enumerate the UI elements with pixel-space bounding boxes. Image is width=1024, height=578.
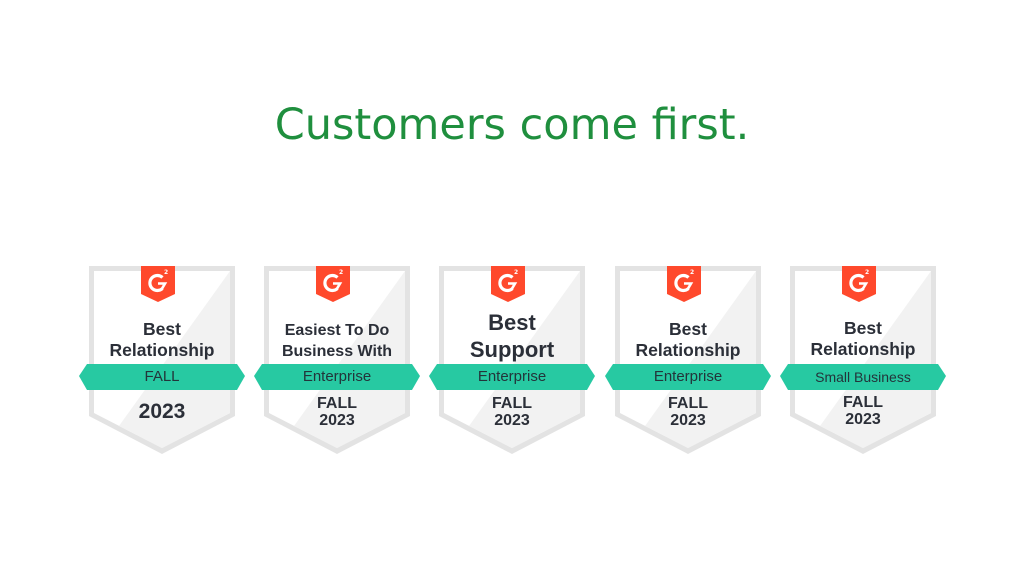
g2-logo-icon: 2 xyxy=(491,266,525,302)
badge-shield xyxy=(254,266,420,454)
badge-season: FALL 2023 xyxy=(254,395,420,429)
badge-title: Easiest To Do Business With xyxy=(256,320,418,362)
badge-title: Best Relationship xyxy=(788,318,938,360)
badge-ribbon-label: Enterprise xyxy=(477,368,547,385)
g2-logo-icon: 2 xyxy=(842,266,876,302)
svg-text:2: 2 xyxy=(690,269,694,276)
badge-year: 2023 xyxy=(845,411,881,428)
award-badge-best-support: 2 Best Support Enterprise FALL 2023 xyxy=(429,264,595,456)
badge-ribbon-label: Enterprise xyxy=(653,368,723,385)
badge-season: FALL 2023 xyxy=(605,395,771,429)
badge-title-line2: Relationship xyxy=(109,340,215,360)
svg-text:2: 2 xyxy=(164,269,168,276)
badge-title: Best Support xyxy=(437,309,587,363)
badge-season-name: FALL xyxy=(843,394,883,411)
badge-title-line1: Easiest To Do xyxy=(284,322,390,339)
award-badge-best-relationship-fall: 2 Best Relationship FALL 2023 xyxy=(79,264,245,456)
badge-year: 2023 xyxy=(670,412,706,429)
award-badge-easiest-to-do-business-with: 2 Easiest To Do Business With Enterprise… xyxy=(254,264,420,456)
badge-season: FALL 2023 xyxy=(780,394,946,428)
badge-title-line1: Best xyxy=(669,319,707,339)
badge-title: Best Relationship xyxy=(87,319,237,361)
page-headline: Customers come first. xyxy=(274,100,750,150)
badge-shield xyxy=(79,266,245,454)
badge-ribbon-label: Small Business xyxy=(815,369,911,385)
award-badges: 2 Best Relationship FALL 2023 2 Easiest … xyxy=(0,264,1024,464)
badge-title-line1: Best xyxy=(844,318,882,338)
award-badge-best-relationship-enterprise: 2 Best Relationship Enterprise FALL 2023 xyxy=(605,264,771,456)
badge-season: 2023 xyxy=(79,401,245,423)
g2-logo-icon: 2 xyxy=(667,266,701,302)
badge-season-name: FALL xyxy=(317,395,357,412)
badge-title-line1: Best xyxy=(143,319,181,339)
badge-year: 2023 xyxy=(319,412,355,429)
badge-title-line2: Support xyxy=(469,337,555,362)
badge-title-line2: Business With xyxy=(281,343,393,360)
badge-year: 2023 xyxy=(138,400,186,423)
badge-ribbon-label: FALL xyxy=(144,368,180,385)
badge-ribbon-label: Enterprise xyxy=(302,368,372,385)
g2-logo-icon: 2 xyxy=(141,266,175,302)
badge-shield xyxy=(605,266,771,454)
svg-text:2: 2 xyxy=(865,269,869,276)
badge-shield xyxy=(780,266,946,454)
badge-title: Best Relationship xyxy=(613,319,763,361)
badge-season-name: FALL xyxy=(492,395,532,412)
svg-text:2: 2 xyxy=(339,269,343,276)
badge-shield xyxy=(429,266,595,454)
badge-title-line2: Relationship xyxy=(635,340,741,360)
badge-title-line2: Relationship xyxy=(810,339,916,359)
badge-year: 2023 xyxy=(494,412,530,429)
award-badge-best-relationship-small-business: 2 Best Relationship Small Business FALL … xyxy=(780,264,946,456)
badge-title-line1: Best xyxy=(488,310,536,335)
badge-season-name: FALL xyxy=(668,395,708,412)
badge-season: FALL 2023 xyxy=(429,395,595,429)
g2-logo-icon: 2 xyxy=(316,266,350,302)
svg-text:2: 2 xyxy=(514,269,518,276)
